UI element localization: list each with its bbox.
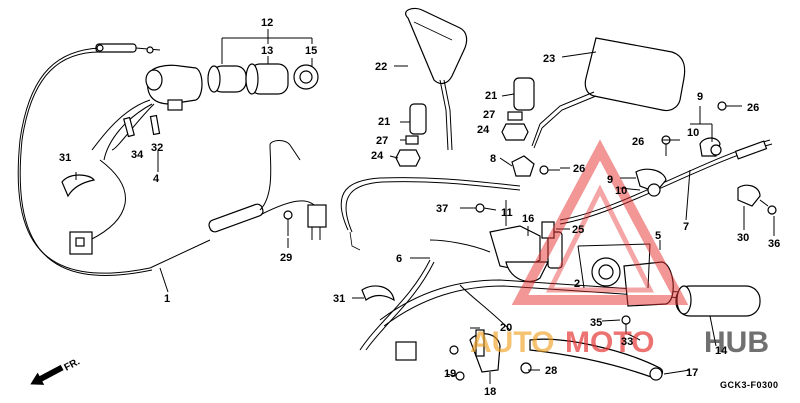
callout-36: 36 xyxy=(768,238,780,250)
leader-lines xyxy=(75,51,775,384)
brake-hose xyxy=(340,177,521,253)
screws xyxy=(283,101,777,381)
callout-9-lower: 9 xyxy=(607,174,613,186)
brake-switch-wires xyxy=(359,259,435,361)
front-brake-lever xyxy=(529,338,664,381)
callout-26-low: 26 xyxy=(573,163,585,175)
mirror-mounts xyxy=(395,77,535,167)
callout-31-left: 31 xyxy=(59,152,71,164)
callout-21-right: 21 xyxy=(485,90,497,102)
callout-8: 8 xyxy=(490,153,496,165)
callout-19: 19 xyxy=(444,368,456,380)
diagram-code: GCK3-F0300 xyxy=(720,380,779,390)
handlebar xyxy=(379,243,761,331)
watermark-hub: HUB xyxy=(704,326,769,359)
callout-10-lower: 10 xyxy=(615,185,627,197)
cable-guides xyxy=(511,137,761,207)
callout-16: 16 xyxy=(522,213,534,225)
callout-34: 34 xyxy=(131,149,144,161)
callout-37: 37 xyxy=(436,203,448,215)
watermark-moto: MOTO xyxy=(565,326,654,359)
callout-4: 4 xyxy=(153,173,160,185)
callout-14: 14 xyxy=(715,345,728,357)
callout-31-bottom: 31 xyxy=(333,293,345,305)
callout-18: 18 xyxy=(484,386,496,398)
callout-1: 1 xyxy=(164,293,170,305)
left-switch-housing xyxy=(69,64,203,255)
callout-20: 20 xyxy=(500,322,512,334)
watermark-auto: AUTO xyxy=(470,326,554,359)
callout-33: 33 xyxy=(621,336,633,348)
callout-9-upper: 9 xyxy=(697,91,703,103)
callout-24-right: 24 xyxy=(477,124,490,136)
callout-11: 11 xyxy=(501,207,513,219)
callout-labels: 1 2 4 5 6 7 8 9 9 10 10 11 12 13 14 15 1… xyxy=(59,17,780,398)
callout-13: 13 xyxy=(261,45,273,57)
callout-29: 29 xyxy=(280,252,292,264)
callout-32: 32 xyxy=(151,142,163,154)
callout-28: 28 xyxy=(545,365,557,377)
watermark-logo: AUTO MOTO HUB xyxy=(470,139,769,359)
callout-12: 12 xyxy=(261,17,273,29)
clutch-lever xyxy=(469,329,501,373)
callout-25: 25 xyxy=(572,224,584,236)
callout-5: 5 xyxy=(655,230,661,242)
front-label: FR. xyxy=(62,356,82,373)
callout-2: 2 xyxy=(574,278,580,290)
callout-7: 7 xyxy=(683,221,689,233)
callout-6: 6 xyxy=(396,253,402,265)
callout-22: 22 xyxy=(375,61,387,73)
callout-27-right: 27 xyxy=(483,109,495,121)
front-arrow: FR. xyxy=(30,356,82,385)
mirror-left xyxy=(405,7,468,151)
callout-15: 15 xyxy=(305,45,317,57)
callout-27-left: 27 xyxy=(376,135,388,147)
clamp-left xyxy=(61,174,95,198)
callout-26-mid: 26 xyxy=(632,136,644,148)
callout-10-upper: 10 xyxy=(687,127,699,139)
throttle-cable xyxy=(17,43,327,276)
callout-23: 23 xyxy=(543,53,555,65)
callout-35: 35 xyxy=(590,317,602,329)
callout-21-left: 21 xyxy=(378,116,390,128)
mirror-right xyxy=(531,37,686,149)
callout-26-top: 26 xyxy=(747,102,759,114)
callout-17: 17 xyxy=(686,367,698,379)
callout-30: 30 xyxy=(737,232,749,244)
grip-assembly xyxy=(207,29,319,95)
callout-24-left: 24 xyxy=(371,150,384,162)
